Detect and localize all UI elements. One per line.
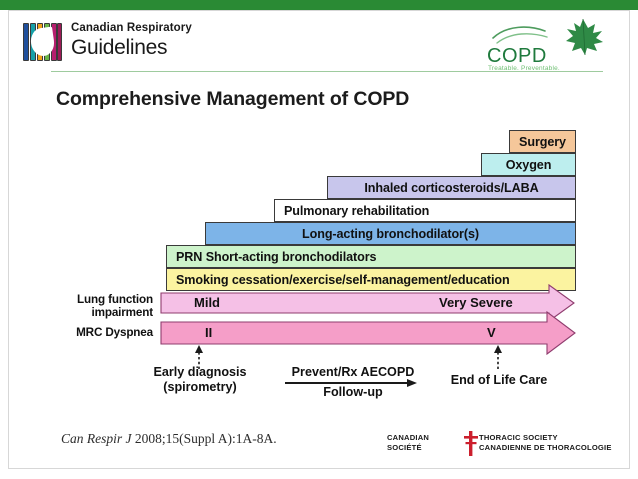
pyramid-bar: Pulmonary rehabilitation [274,199,576,222]
pyramid-bar-label: Surgery [519,134,566,149]
mrc-dyspnea-start-value: II [205,325,213,340]
pyramid-bar: Long-acting bronchodilator(s) [205,222,576,245]
prevent-aecopd-annotation: Prevent/Rx AECOPD Follow-up [283,365,423,400]
copd-swoosh-icon [492,26,548,44]
copd-maple-leaf-icon [566,18,603,56]
lung-function-start-value: Mild [194,295,220,310]
mrc-dyspnea-end-value: V [487,325,496,340]
citation: Can Respir J 2008;15(Suppl A):1A-8A. [61,431,277,447]
brand-line-1: Canadian Respiratory [71,22,192,34]
pyramid-bar-label: Inhaled corticosteroids/LABA [364,180,539,195]
lung-function-impairment-row-label: Lung function impairment [35,293,153,319]
lung-function-end-value: Very Severe [439,295,513,310]
pyramid-bar: Surgery [509,130,576,153]
slide-content-frame: Canadian Respiratory Guidelines COPD Tre… [8,10,630,469]
copd-tagline: Treatable. Preventable. [488,65,560,72]
mrc-dyspnea-row-label: MRC Dyspnea [35,326,153,339]
citation-journal: Can Respir J [61,431,132,446]
end-of-life-annotation: End of Life Care [431,373,567,388]
early-diagnosis-line2: (spirometry) [163,380,237,394]
prevent-aecopd-line2: Follow-up [323,385,383,399]
cts-left-line1: CANADIAN [387,433,430,442]
copd-wordmark: COPD [487,45,547,67]
prevent-aecopd-line1: Prevent/Rx AECOPD [291,365,415,379]
cts-left-line2: SOCIÉTÉ [387,443,422,452]
pyramid-bar-label: Smoking cessation/exercise/self-manageme… [176,272,510,287]
pyramid-bar-label: Long-acting bronchodilator(s) [302,226,479,241]
pyramid-bar-label: PRN Short-acting bronchodilators [176,249,377,264]
pyramid-bar: PRN Short-acting bronchodilators [166,245,576,268]
early-diagnosis-line1: Early diagnosis [153,365,247,379]
canadian-thoracic-society-logo: CANADIAN SOCIÉTÉ THORACIC SOCIETY CANADI… [387,431,611,458]
top-green-accent-bar [0,0,638,10]
pyramid-bar-label: Pulmonary rehabilitation [284,203,430,218]
brand-line-2: Guidelines [71,36,168,59]
early-diagnosis-annotation: Early diagnosis (spirometry) [139,365,261,395]
end-of-life-label: End of Life Care [450,373,548,387]
cts-left-column: CANADIAN SOCIÉTÉ [387,433,461,453]
lung-function-impairment-label-line2: impairment [91,306,154,319]
cts-red-cross-icon [464,431,478,456]
mrc-dyspnea-label-line1: MRC Dyspnea [76,326,153,339]
cts-right-column: THORACIC SOCIETY CANADIENNE DE THORACOLO… [479,433,612,453]
lung-function-impairment-label-line1: Lung function [77,293,153,306]
pyramid-bar-label: Oxygen [505,157,552,172]
canadian-respiratory-guidelines-logo-icon [23,23,63,61]
slide-header: Canadian Respiratory Guidelines COPD Tre… [9,11,629,72]
pyramid-bar: Smoking cessation/exercise/self-manageme… [166,268,576,291]
cts-right-line1: THORACIC SOCIETY [479,433,558,442]
pyramid-bar: Oxygen [481,153,576,176]
brand-wordmark: Canadian Respiratory Guidelines [71,22,192,60]
header-divider [51,71,603,72]
page-title: Comprehensive Management of COPD [56,88,410,110]
citation-details: 2008;15(Suppl A):1A-8A. [131,431,277,446]
copd-logo: COPD Treatable. Preventable. [485,18,605,72]
cts-right-line2: CANADIENNE DE THORACOLOGIE [479,443,612,452]
pyramid-bar: Inhaled corticosteroids/LABA [327,176,576,199]
